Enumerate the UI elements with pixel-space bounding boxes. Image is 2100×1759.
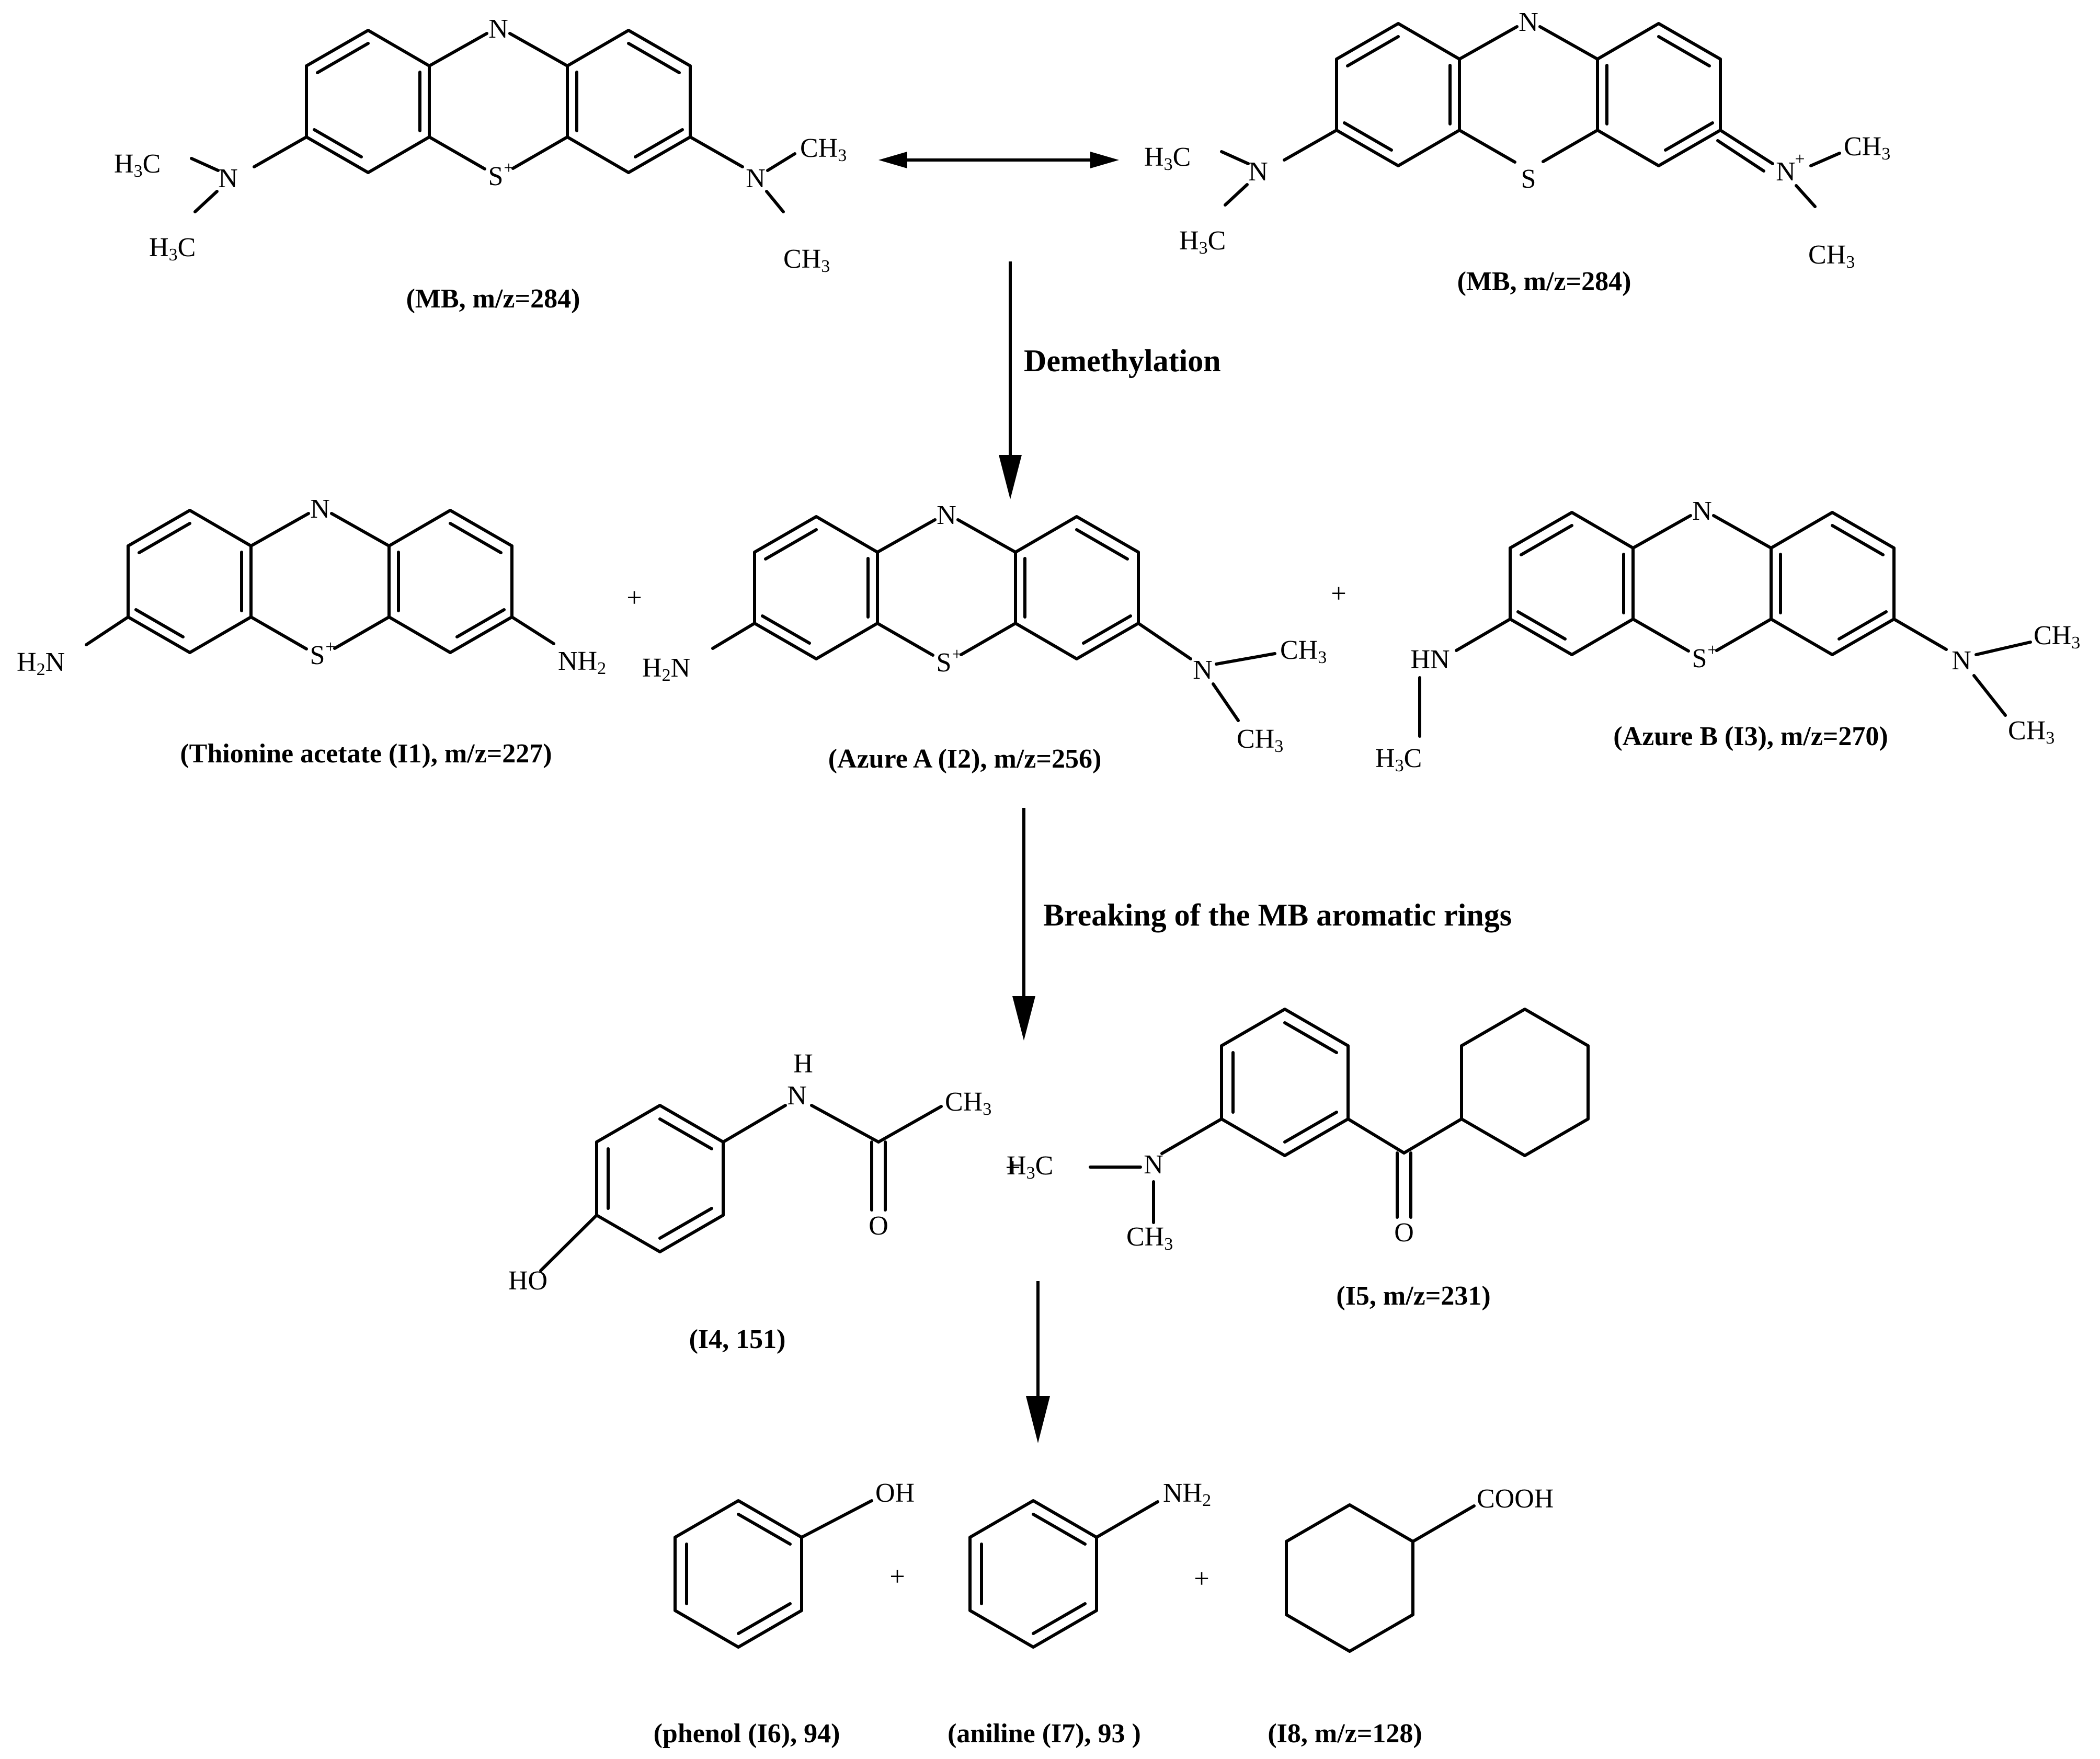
methyl-label: H3C <box>1375 744 1422 775</box>
methyl-label: CH3 <box>1280 635 1327 667</box>
phenol-structure: OH <box>675 1478 915 1647</box>
caption-i5: (I5, m/z=231) <box>1336 1281 1490 1311</box>
amine-label: NH2 <box>1163 1478 1211 1510</box>
ring-n-atom: N <box>937 500 956 530</box>
nh-n-atom: N <box>787 1081 807 1111</box>
mb-structure-right: N S N H3C H3C N + CH3 CH3 <box>1144 7 1890 272</box>
caption-mb-left: (MB, m/z=284) <box>406 284 580 314</box>
nh-label: HN <box>1410 645 1450 675</box>
hydroxyl-label: OH <box>875 1478 915 1508</box>
methyl-label: H3C <box>1007 1151 1053 1183</box>
plus-sign: + <box>1194 1564 1209 1594</box>
amine-label: H2N <box>642 653 690 685</box>
methyl-label: H3C <box>149 233 196 265</box>
positive-charge: + <box>1707 641 1717 660</box>
ring-s-atom: S <box>488 162 504 191</box>
i5-structure: N H3C CH3 O <box>1007 1009 1588 1254</box>
caption-azure-b: (Azure B (I3), m/z=270) <box>1613 722 1888 751</box>
carbonyl-o-atom: O <box>1394 1218 1414 1248</box>
carbonyl-o-atom: O <box>869 1211 888 1241</box>
amine-label: NH2 <box>558 646 606 678</box>
caption-aniline: (aniline (I7), 93 ) <box>948 1719 1141 1749</box>
methyl-label: CH3 <box>783 244 830 276</box>
iminium-n-atom: N <box>1776 157 1796 187</box>
methyl-label: CH3 <box>1237 724 1283 756</box>
mb-structure-left: N S + N H3C H3C N CH3 CH3 <box>114 14 847 276</box>
plus-sign: + <box>626 583 642 613</box>
methyl-label: H3C <box>114 149 161 181</box>
caption-thionine: (Thionine acetate (I1), m/z=227) <box>180 739 552 769</box>
carboxyl-label: COOH <box>1477 1484 1554 1514</box>
step-arrow-demethylation <box>999 261 1022 499</box>
step-label-demethylation: Demethylation <box>1024 344 1221 378</box>
step-arrow-ring-breaking <box>1012 808 1035 1041</box>
i8-structure: COOH <box>1286 1484 1554 1651</box>
caption-mb-right: (MB, m/z=284) <box>1457 267 1631 296</box>
plus-sign: + <box>1005 1153 1020 1183</box>
ring-s-atom: S <box>1692 644 1707 673</box>
plus-sign: + <box>1331 579 1346 609</box>
azure-b-structure: N S + HN H3C N CH3 CH3 <box>1375 496 2080 775</box>
thionine-structure: N S + H2N NH2 <box>17 494 606 679</box>
ring-s-atom: S <box>310 641 325 670</box>
amine-n-atom: N <box>746 164 766 193</box>
positive-charge: + <box>325 637 335 657</box>
methyl-label: CH3 <box>2034 621 2080 653</box>
positive-charge: + <box>504 158 513 178</box>
caption-i8: (I8, m/z=128) <box>1268 1719 1422 1749</box>
methyl-label: CH3 <box>1126 1222 1173 1254</box>
ring-n-atom: N <box>1519 7 1538 37</box>
ring-n-atom: N <box>1692 496 1712 526</box>
methyl-label: H3C <box>1144 142 1191 174</box>
i4-structure: N H CH3 O HO <box>508 1049 991 1296</box>
caption-azure-a: (Azure A (I2), m/z=256) <box>828 744 1102 774</box>
hydroxyl-label: HO <box>508 1266 547 1296</box>
ring-n-atom: N <box>310 494 330 524</box>
ring-s-atom: S <box>937 648 952 678</box>
step-label-ring-breaking: Breaking of the MB aromatic rings <box>1043 898 1512 932</box>
positive-charge: + <box>952 645 962 664</box>
methyl-label: CH3 <box>2008 716 2055 748</box>
resonance-arrow <box>878 152 1119 168</box>
methyl-label: CH3 <box>1844 132 1890 164</box>
caption-i4: (I4, 151) <box>689 1324 786 1354</box>
amine-n-atom: N <box>1248 157 1268 187</box>
amine-label: H2N <box>17 647 65 679</box>
caption-phenol: (phenol (I6), 94) <box>654 1719 840 1749</box>
azure-a-structure: N S + H2N N CH3 CH3 <box>642 500 1327 756</box>
step-arrow-final <box>1026 1281 1050 1443</box>
amine-n-atom: N <box>218 164 238 193</box>
ring-s-atom: S <box>1521 164 1536 194</box>
aniline-structure: NH2 <box>970 1478 1211 1647</box>
amine-n-atom: N <box>1144 1150 1163 1180</box>
ring-n-atom: N <box>488 14 508 44</box>
methyl-label: CH3 <box>1808 240 1855 272</box>
methyl-label: H3C <box>1179 226 1226 258</box>
methyl-label: CH3 <box>945 1087 991 1119</box>
positive-charge: + <box>1795 150 1805 169</box>
methyl-label: CH3 <box>800 133 847 165</box>
plus-sign: + <box>889 1562 905 1592</box>
amine-n-atom: N <box>1951 646 1971 676</box>
nh-h-atom: H <box>793 1049 813 1079</box>
amine-n-atom: N <box>1193 655 1213 685</box>
